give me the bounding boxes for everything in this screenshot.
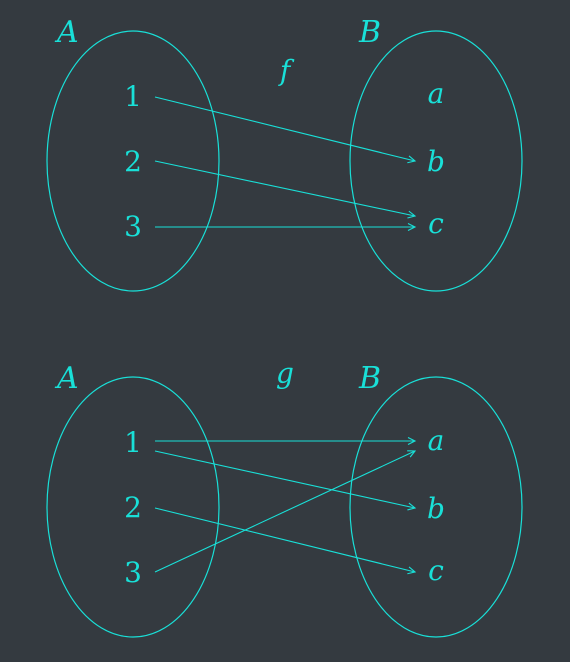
diagram-f: A B f 1 2 3 a b c [46, 15, 523, 292]
domain-element-1: 1 [124, 426, 142, 459]
diagram-g: A B g 1 2 3 a b c [46, 357, 523, 638]
mapping-arrows-f [154, 96, 417, 231]
codomain-label-f: B [358, 15, 381, 50]
codomain-element-c: c [428, 207, 444, 240]
codomain-ellipse-g [349, 376, 523, 638]
function-label-g: g [276, 357, 294, 390]
domain-element-2: 2 [124, 145, 142, 178]
mapping-arrows-g [154, 437, 417, 575]
codomain-element-b: b [427, 145, 445, 178]
arrow-2-to-c [154, 160, 417, 219]
codomain-element-c: c [428, 554, 444, 587]
codomain-label-g: B [358, 361, 381, 396]
domain-label-f: A [54, 15, 79, 50]
domain-element-3: 3 [124, 210, 142, 243]
arrow-1-to-b [154, 450, 417, 511]
arrow-3-to-a [154, 450, 417, 573]
domain-ellipse-g [46, 376, 220, 638]
arrow-1-to-b [154, 96, 417, 164]
domain-ellipse-f [46, 30, 220, 292]
domain-element-3: 3 [124, 556, 142, 589]
domain-element-1: 1 [124, 80, 142, 113]
codomain-element-a: a [428, 77, 445, 110]
codomain-element-b: b [427, 492, 445, 525]
codomain-element-a: a [428, 424, 445, 457]
arrow-2-to-c [154, 507, 417, 575]
codomain-ellipse-f [349, 30, 523, 292]
domain-label-g: A [54, 361, 79, 396]
function-label-f: f [278, 54, 295, 87]
domain-element-2: 2 [124, 491, 142, 524]
